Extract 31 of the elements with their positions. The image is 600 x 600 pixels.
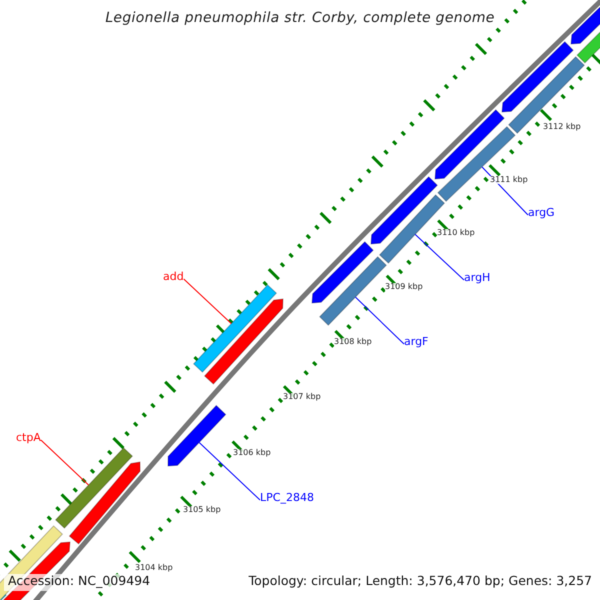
gene-feature [68, 461, 141, 545]
tick-label: 3108 kbp [334, 338, 372, 346]
leader-line [354, 296, 404, 344]
tick-label: 3109 kbp [385, 283, 423, 291]
gene-label: add [163, 271, 184, 282]
gene-feature [370, 176, 438, 245]
gene-feature [168, 404, 226, 467]
gene-label: argF [404, 336, 428, 347]
tick-label: 3107 kbp [283, 393, 321, 401]
leader-line [198, 442, 260, 500]
tick-label: 3111 kbp [490, 176, 528, 184]
leader-line [183, 278, 232, 324]
tick-label: 3106 kbp [233, 449, 271, 457]
gene-label: LPC_2848 [260, 492, 314, 503]
gene-feature [204, 298, 284, 385]
tick-label: 3112 kbp [543, 123, 581, 131]
gene-feature [501, 41, 574, 113]
leader-line [40, 440, 90, 486]
feature-bar [192, 284, 278, 373]
feature-bar [319, 256, 387, 326]
feature-bar [508, 56, 585, 134]
gene-label: ctpA [16, 432, 41, 443]
tick-label: 3110 kbp [437, 229, 475, 237]
tick-label: 3105 kbp [183, 506, 221, 514]
leader-line [414, 234, 464, 280]
title: Legionella pneumophila str. Corby, complete genome [104, 11, 496, 25]
tick-label: 3104 kbp [135, 564, 173, 572]
gene-label: argG [528, 207, 555, 218]
gene-feature [311, 241, 374, 304]
gene-label: argH [464, 272, 490, 283]
feature-bar [54, 447, 134, 529]
